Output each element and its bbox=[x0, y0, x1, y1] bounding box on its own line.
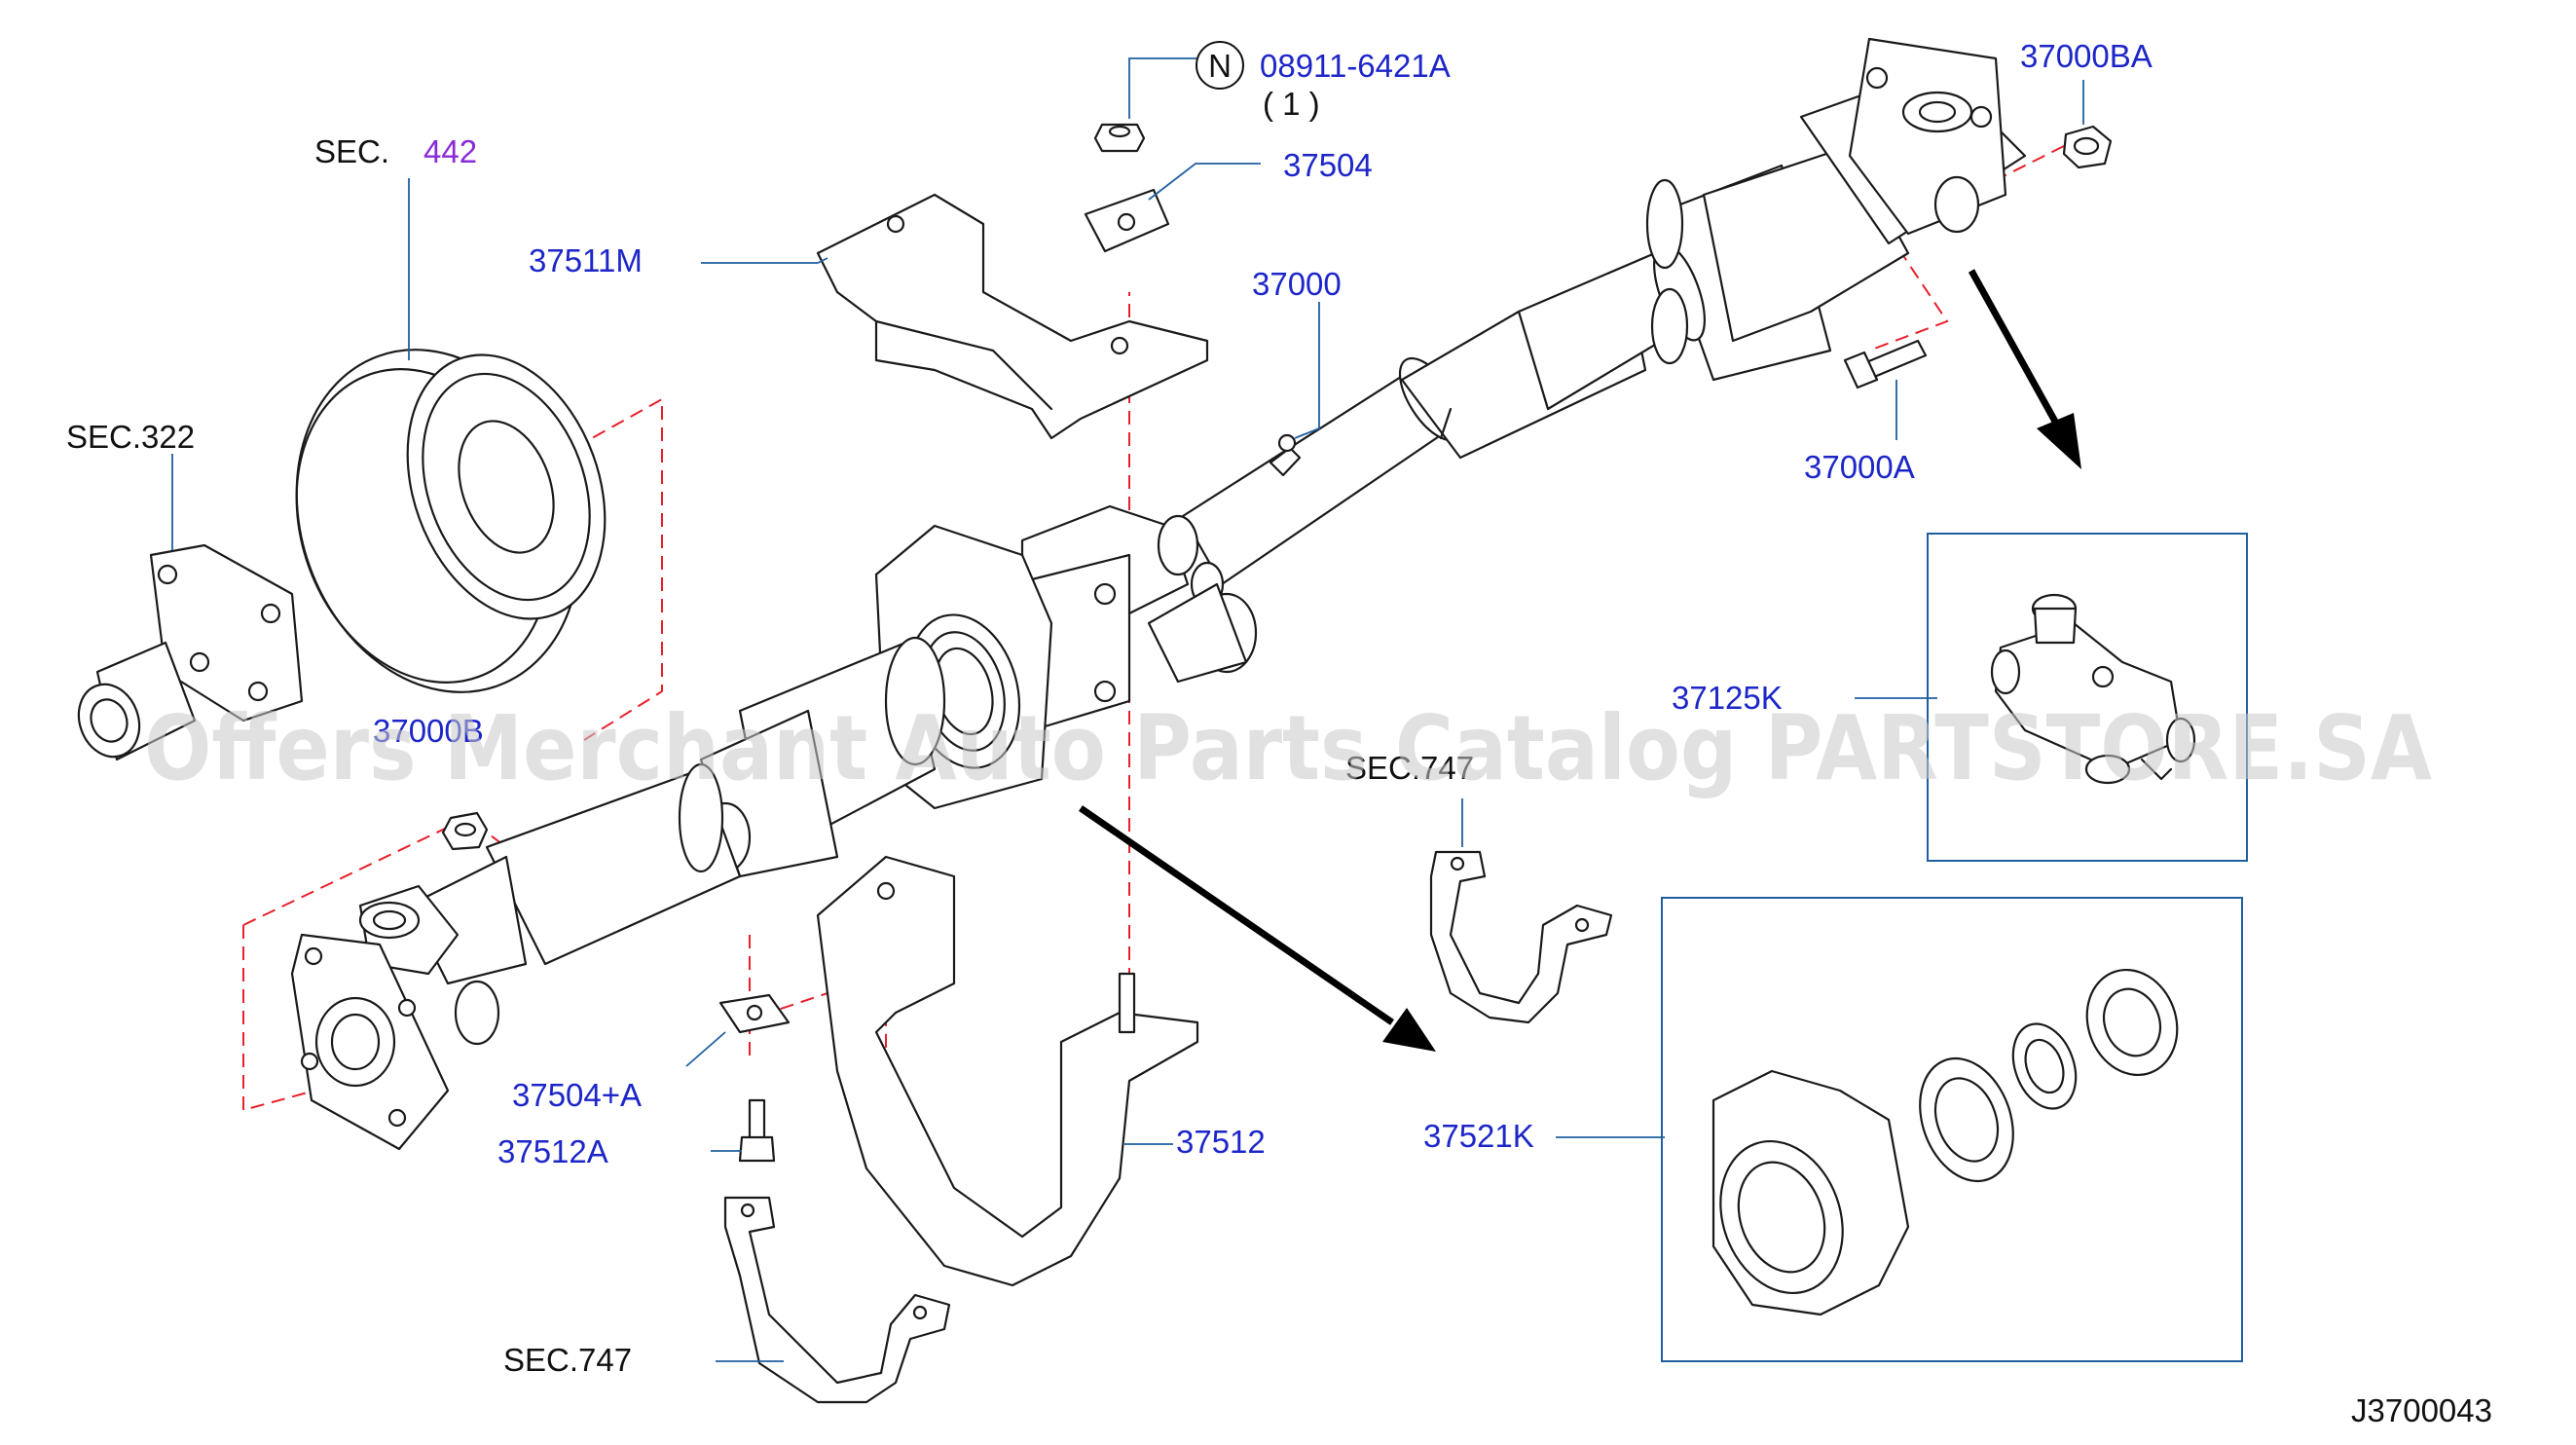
label-37512a[interactable]: 37512A bbox=[497, 1133, 608, 1169]
strap-sec747-mid bbox=[1429, 850, 1613, 1024]
diagram-code: J3700043 bbox=[2351, 1392, 2492, 1428]
strap-sec747-bottom bbox=[723, 1196, 951, 1404]
bracket-37512 bbox=[816, 855, 1199, 1287]
label-37504a[interactable]: 37504+A bbox=[512, 1077, 642, 1113]
label-37512[interactable]: 37512 bbox=[1176, 1124, 1266, 1160]
label-sec322[interactable]: SEC.322 bbox=[66, 419, 195, 455]
label-sec442[interactable]: 442 bbox=[423, 133, 477, 169]
flange-sec322 bbox=[77, 543, 304, 761]
bolt-37000a bbox=[1843, 339, 1928, 389]
label-37000a[interactable]: 37000A bbox=[1804, 449, 1915, 485]
inset-37521k bbox=[1661, 897, 2243, 1362]
label-37000b[interactable]: 37000B bbox=[373, 713, 484, 749]
inset-37125k bbox=[1927, 533, 2248, 862]
label-37125k[interactable]: 37125K bbox=[1672, 680, 1783, 716]
label-37000[interactable]: 37000 bbox=[1252, 266, 1342, 302]
nut-37000b bbox=[441, 811, 489, 851]
n-symbol-icon: N bbox=[1196, 41, 1244, 90]
label-nut-qty: ( 1 ) bbox=[1263, 86, 1320, 122]
label-37521k[interactable]: 37521K bbox=[1423, 1118, 1534, 1154]
pulley-sec442 bbox=[295, 349, 607, 693]
leader-lines bbox=[171, 57, 2084, 1362]
center-bearing-and-front-shaft bbox=[290, 524, 1053, 1151]
svg-text:N: N bbox=[1208, 48, 1232, 84]
label-37511m[interactable]: 37511M bbox=[529, 242, 643, 278]
label-sec442-prefix: SEC. bbox=[314, 133, 389, 169]
bracket-37511m bbox=[816, 193, 1209, 440]
label-sec747-mid[interactable]: SEC.747 bbox=[1345, 750, 1474, 786]
arrow-to-37125k bbox=[1968, 269, 2081, 469]
label-37000ba[interactable]: 37000BA bbox=[2020, 38, 2153, 74]
label-sec747-bottom[interactable]: SEC.747 bbox=[503, 1342, 632, 1378]
arrow-to-37521k bbox=[1079, 805, 1436, 1052]
label-37504[interactable]: 37504 bbox=[1283, 147, 1373, 183]
propeller-shaft-37000 bbox=[1181, 37, 2027, 586]
label-nut-part[interactable]: 08911-6421A bbox=[1260, 48, 1451, 84]
watermark-text: Offers Merchant Auto Parts Catalog PARTS… bbox=[144, 696, 2432, 800]
nut-37000ba bbox=[2062, 125, 2113, 169]
bolt-37512a bbox=[738, 1098, 776, 1163]
plate-37504a bbox=[718, 993, 791, 1034]
plate-37504-top bbox=[1084, 123, 1170, 253]
